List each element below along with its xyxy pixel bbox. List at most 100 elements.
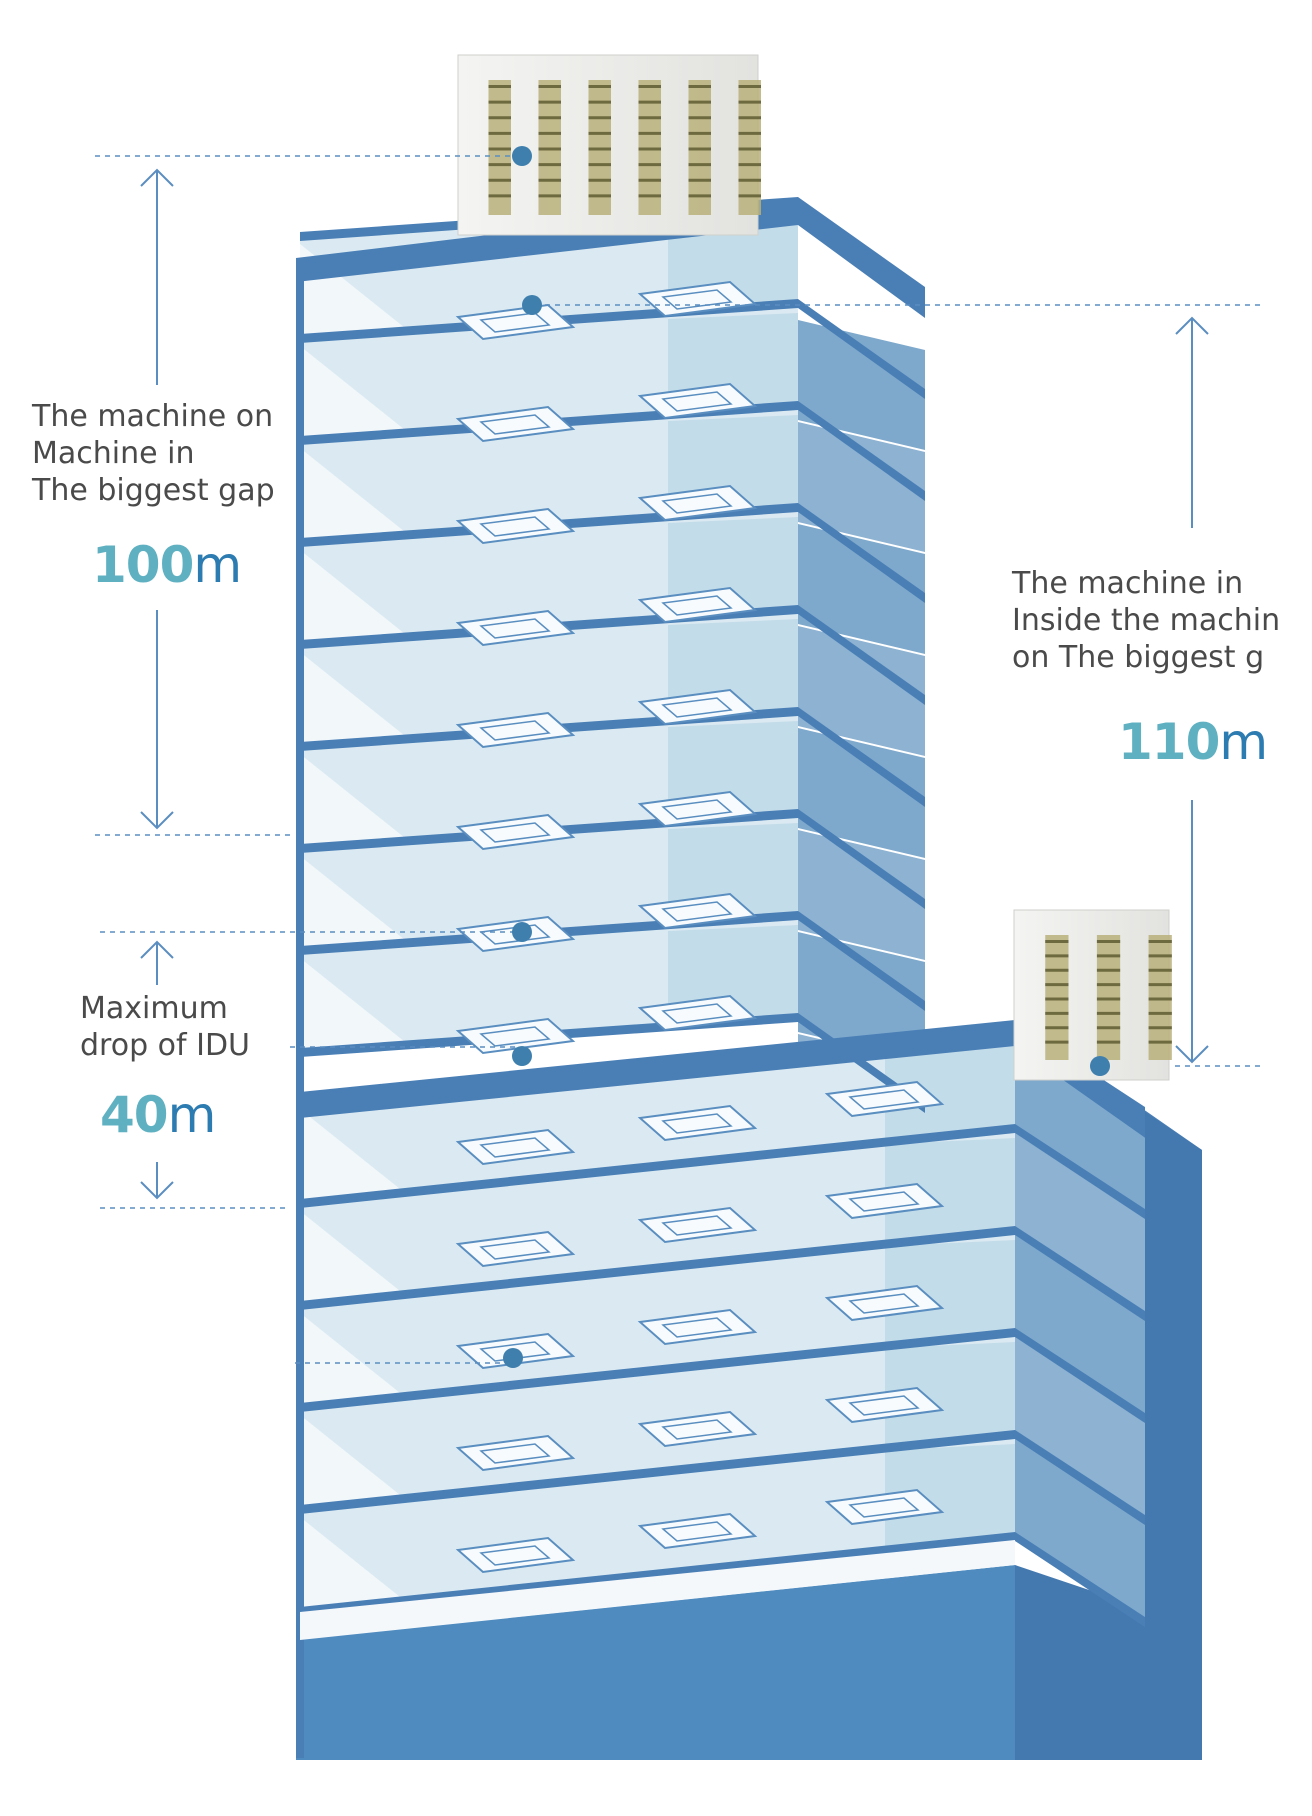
value-unit: m (1219, 713, 1269, 771)
cassette-indoor-unit (824, 1080, 945, 1118)
rooftop-outdoor-unit-fin (488, 116, 511, 120)
tower-side-wall (798, 728, 925, 858)
lower-outdoor-unit-fin (1096, 1011, 1121, 1015)
cassette-grille (479, 516, 551, 537)
cassette-indoor-unit (637, 586, 758, 624)
cassette-grille (479, 822, 551, 843)
rooftop-outdoor-unit-fin (688, 194, 711, 198)
cassette-indoor-unit (637, 1512, 758, 1550)
ground-floor-band (300, 1540, 1015, 1640)
lower-outdoor-unit-fin (1148, 983, 1172, 987)
rooftop-outdoor-unit-fin (538, 116, 561, 120)
rooftop-outdoor-unit-fin (588, 116, 611, 120)
tower-side-wall (798, 524, 925, 654)
max-drop-odu-bottom-value: 110m (1118, 712, 1268, 772)
cassette-grille (848, 1395, 920, 1416)
floor-band-side (798, 911, 925, 1011)
cassette-grille (661, 289, 733, 310)
unit-marker-dot (512, 922, 532, 942)
value-unit: m (193, 536, 243, 594)
tower-floor-inner-wall (300, 346, 410, 444)
rooftop-outdoor-unit-fin (488, 131, 511, 135)
label-line: The machine on (32, 399, 274, 434)
label-line: on The biggest g (1012, 640, 1265, 675)
cassette-indoor-unit (455, 609, 576, 647)
lower-side-wall (1015, 1234, 1145, 1421)
rooftop-outdoor-unit-fin (688, 163, 711, 167)
lower-outdoor-unit-fin (1045, 997, 1069, 1001)
lower-outdoor-unit-fin (1096, 997, 1121, 1001)
cassette-indoor-unit (637, 688, 758, 726)
floor-band-side (798, 401, 925, 501)
lower-floor-inner-wall (300, 1415, 410, 1513)
cassette-indoor-unit (637, 1410, 758, 1448)
cassette-grille (479, 1443, 551, 1464)
label-line: The machine in (1012, 566, 1244, 601)
tower-floor-inner-wall (300, 754, 410, 852)
rooftop-outdoor-unit-fin (738, 178, 761, 182)
building-base-front (296, 1565, 1015, 1760)
rooftop-outdoor-unit-fin (488, 100, 511, 104)
tower-floor-inner-wall (300, 550, 410, 648)
rooftop-outdoor-unit-fin (638, 100, 661, 104)
floor-band (300, 1430, 1015, 1514)
cassette-grille (661, 901, 733, 922)
cassette-grille (479, 1137, 551, 1158)
rooftop-outdoor-unit-fin (588, 163, 611, 167)
lower-outdoor-unit-fin (1096, 983, 1121, 987)
cassette-indoor-unit (455, 303, 576, 341)
lower-outdoor-unit-fin (1045, 1040, 1069, 1044)
tower-side-wall (798, 422, 925, 552)
rooftop-outdoor-unit-fin (638, 116, 661, 120)
unit-marker-dot (522, 295, 542, 315)
cassette-indoor-unit (455, 1434, 576, 1472)
rooftop-outdoor-unit-fin (738, 116, 761, 120)
cassette-grille (848, 1293, 920, 1314)
unit-marker-dot (512, 146, 532, 166)
label-line: Machine in (32, 436, 195, 471)
lower-outdoor-unit-fin (1148, 1026, 1172, 1030)
cassette-indoor-unit (455, 813, 576, 851)
cassette-grille (661, 1113, 733, 1134)
lower-floor-glass (885, 1342, 1015, 1444)
lower-outdoor-unit-fin (1096, 1026, 1121, 1030)
cassette-indoor-unit (824, 1284, 945, 1322)
lower-outdoor-unit-fin (1045, 1011, 1069, 1015)
rooftop-outdoor-unit-fin (488, 85, 511, 88)
arrow-up-icon (140, 940, 174, 959)
unit-marker-dot (512, 1046, 532, 1066)
lower-side-wall (1015, 1132, 1145, 1319)
floor-band-side (1015, 1328, 1145, 1423)
cassette-indoor-unit (455, 1128, 576, 1166)
rooftop-outdoor-unit-fin (588, 194, 611, 198)
floor-band (300, 1328, 1015, 1412)
max-drop-odu-top-label: The machine on Machine in The biggest ga… (32, 398, 275, 509)
arrow-down-icon (140, 1181, 174, 1200)
rooftop-outdoor-unit-fin (688, 100, 711, 104)
cassette-grille (848, 1191, 920, 1212)
tower-floor-inner-wall (300, 856, 410, 954)
tower-side-wall (798, 626, 925, 756)
lower-outdoor-unit-fin (1096, 954, 1121, 958)
cassette-grille (661, 1419, 733, 1440)
cassette-indoor-unit (637, 382, 758, 420)
cassette-grille (661, 595, 733, 616)
arrow-down-icon (140, 811, 174, 830)
indoor-unit-cassettes (455, 280, 945, 1574)
cassette-indoor-unit (455, 1536, 576, 1574)
cassette-grille (479, 414, 551, 435)
cassette-grille (661, 1317, 733, 1338)
cassette-grille (479, 720, 551, 741)
floor-band-side (798, 503, 925, 603)
floor-band-side (798, 809, 925, 909)
rooftop-outdoor-unit-fin (738, 131, 761, 135)
rooftop-outdoor-unit-fin (738, 194, 761, 198)
rooftop-outdoor-unit-fin (638, 131, 661, 135)
cassette-indoor-unit (637, 1206, 758, 1244)
unit-markers (503, 146, 1110, 1368)
lower-outdoor-unit-fin (1045, 954, 1069, 958)
rooftop-outdoor-unit-fin (688, 131, 711, 135)
floor-band-side (798, 707, 925, 807)
lower-outdoor-unit-fin (1148, 1011, 1172, 1015)
cassette-grille (479, 618, 551, 639)
